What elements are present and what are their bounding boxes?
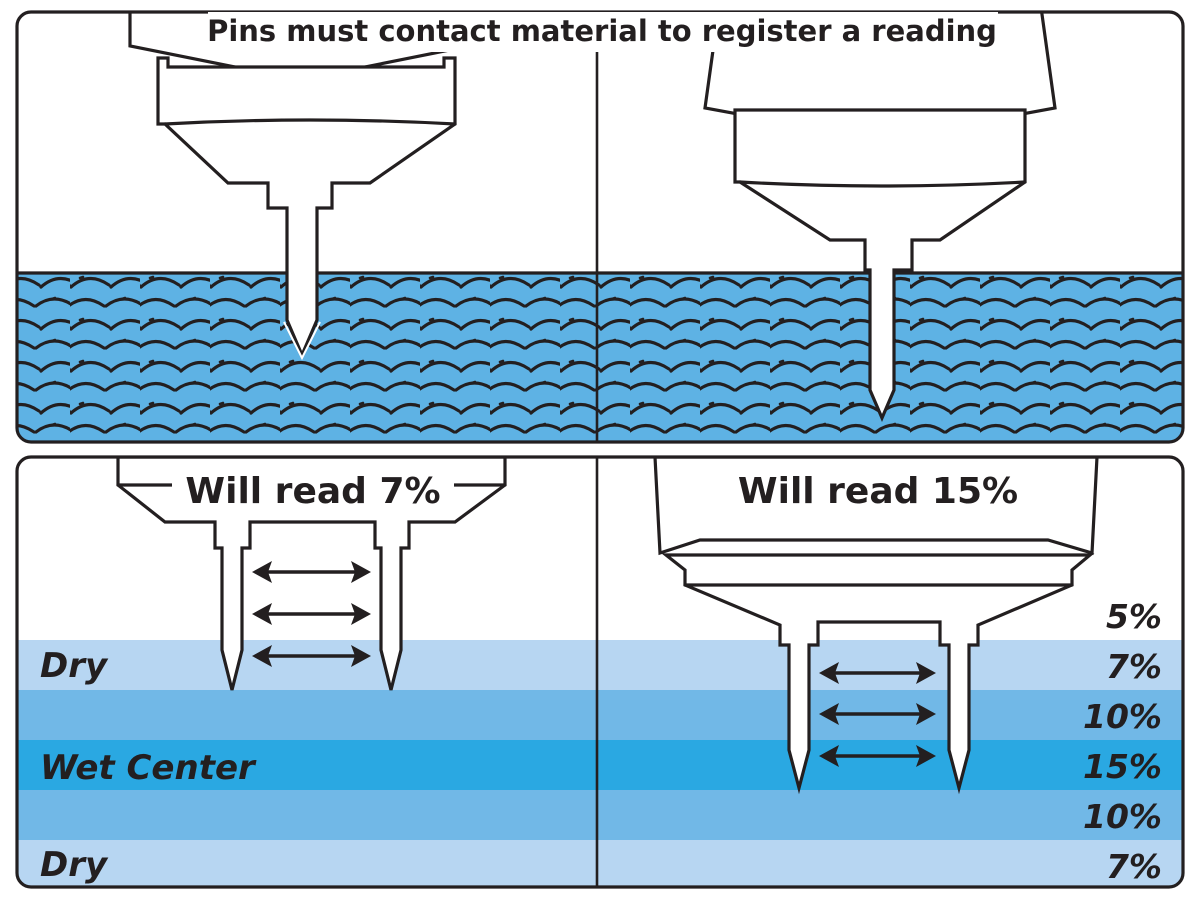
- zone-labels: Dry Wet Center Dry: [40, 646, 257, 885]
- double-arrow: [819, 662, 936, 684]
- zone-label-wet-center: Wet Center: [40, 748, 257, 788]
- zone-label-dry-top: Dry: [40, 646, 109, 686]
- wood-grain-top: [17, 273, 1183, 442]
- top-caption: Pins must contact material to register a…: [207, 14, 997, 48]
- double-arrow: [819, 745, 936, 767]
- reading-7-upper: 7%: [1106, 647, 1162, 686]
- reading-5: 5%: [1106, 597, 1162, 636]
- moisture-bands: [17, 640, 1183, 887]
- reading-10-upper: 10%: [1083, 697, 1162, 736]
- top-panel: Pins must contact material to register a…: [15, 10, 1185, 444]
- double-arrow: [252, 645, 371, 667]
- moisture-readings: 5% 7% 10% 15% 10% 7%: [1083, 597, 1162, 886]
- bottom-panel: Will read 7% Will read 15% Dry Wet Cente…: [15, 455, 1185, 889]
- moisture-band: [17, 840, 1183, 887]
- bottom-right-caption: Will read 15%: [738, 471, 1018, 512]
- double-arrow: [252, 561, 371, 583]
- bottom-left-caption: Will read 7%: [185, 471, 440, 512]
- moisture-band: [17, 640, 1183, 690]
- reading-15: 15%: [1083, 747, 1162, 786]
- moisture-band: [17, 790, 1183, 840]
- moisture-meter-bottom-right: [653, 457, 1099, 795]
- reading-7-lower: 7%: [1106, 847, 1162, 886]
- reading-10-lower: 10%: [1083, 797, 1162, 836]
- double-arrow: [252, 603, 371, 625]
- current-arrows: [252, 561, 936, 767]
- moisture-band: [17, 740, 1183, 790]
- double-arrow: [819, 703, 936, 725]
- moisture-band: [17, 690, 1183, 740]
- zone-label-dry-bottom: Dry: [40, 845, 109, 885]
